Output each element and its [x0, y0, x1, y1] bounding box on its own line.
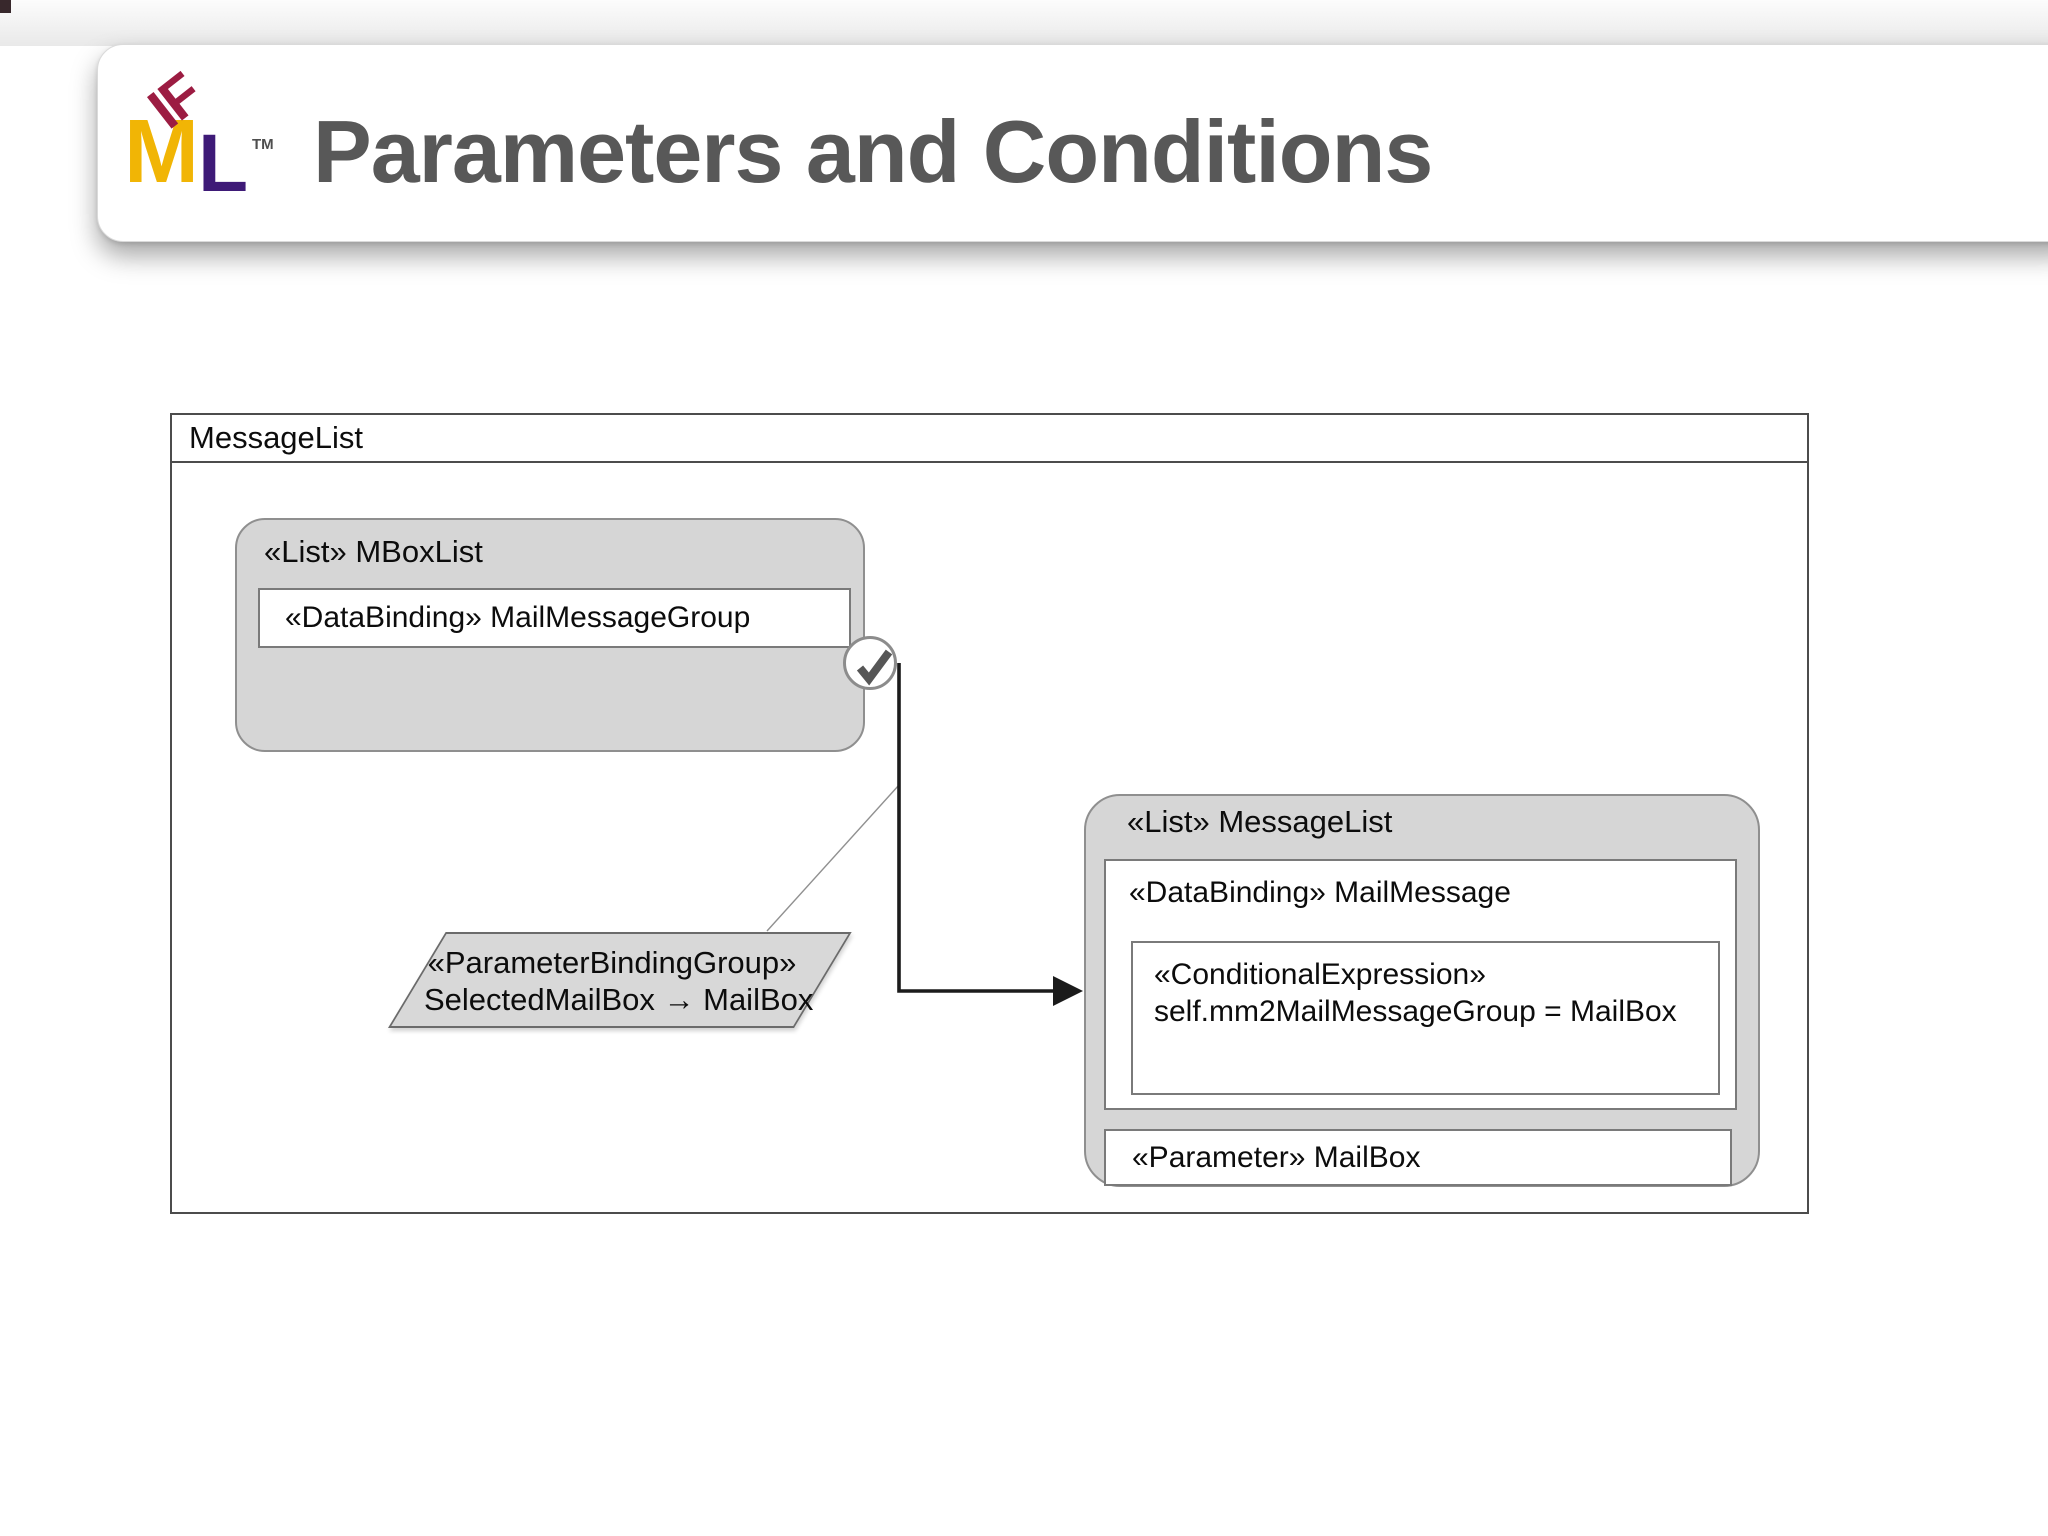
- parameter-binding-stereotype: «ParameterBindingGroup»: [427, 945, 797, 980]
- conditional-expression-value: self.mm2MailMessageGroup = MailBox: [1154, 995, 1677, 1028]
- parameter-label: «Parameter» MailBox: [1132, 1140, 1421, 1174]
- conditional-expression-box: «ConditionalExpression» self.mm2MailMess…: [1131, 941, 1720, 1095]
- validation-check-badge: [843, 636, 897, 690]
- parameter-binding-value: SelectedMailBox → MailBox: [424, 982, 814, 1017]
- parameter-binding-text: «ParameterBindingGroup» SelectedMailBox …: [424, 944, 814, 1018]
- frame-title: MessageList: [189, 420, 364, 455]
- logo-trademark: TM: [252, 136, 274, 153]
- slide-title: Parameters and Conditions: [313, 102, 1433, 201]
- mailmessage-databinding-box: «DataBinding» MailMessage «ConditionalEx…: [1104, 859, 1737, 1110]
- conditional-expression-text: «ConditionalExpression» self.mm2MailMess…: [1154, 956, 1677, 1030]
- mboxlist-box: «List» MBoxList «DataBinding» MailMessag…: [235, 518, 865, 752]
- conditional-expression-stereotype: «ConditionalExpression»: [1154, 958, 1486, 991]
- mboxlist-databinding-label: «DataBinding» MailMessageGroup: [285, 601, 751, 634]
- mailmessage-databinding-label: «DataBinding» MailMessage: [1129, 876, 1511, 909]
- top-strip: [0, 0, 2048, 46]
- check-icon: [856, 649, 893, 686]
- frame-title-row: MessageList: [172, 415, 1807, 463]
- ifml-logo: M L IF TM: [124, 62, 284, 236]
- messagelist-box: «List» MessageList «DataBinding» MailMes…: [1084, 794, 1760, 1187]
- parameter-box: «Parameter» MailBox: [1104, 1129, 1732, 1186]
- header-card: M L IF TM Parameters and Conditions: [97, 44, 2048, 242]
- logo-letter-m: M: [124, 102, 199, 202]
- messagelist-label: «List» MessageList: [1127, 804, 1393, 839]
- corner-artifact: [0, 0, 11, 13]
- logo-letter-l: L: [198, 118, 249, 209]
- mboxlist-label: «List» MBoxList: [264, 534, 483, 569]
- mboxlist-databinding-box: «DataBinding» MailMessageGroup: [258, 588, 851, 648]
